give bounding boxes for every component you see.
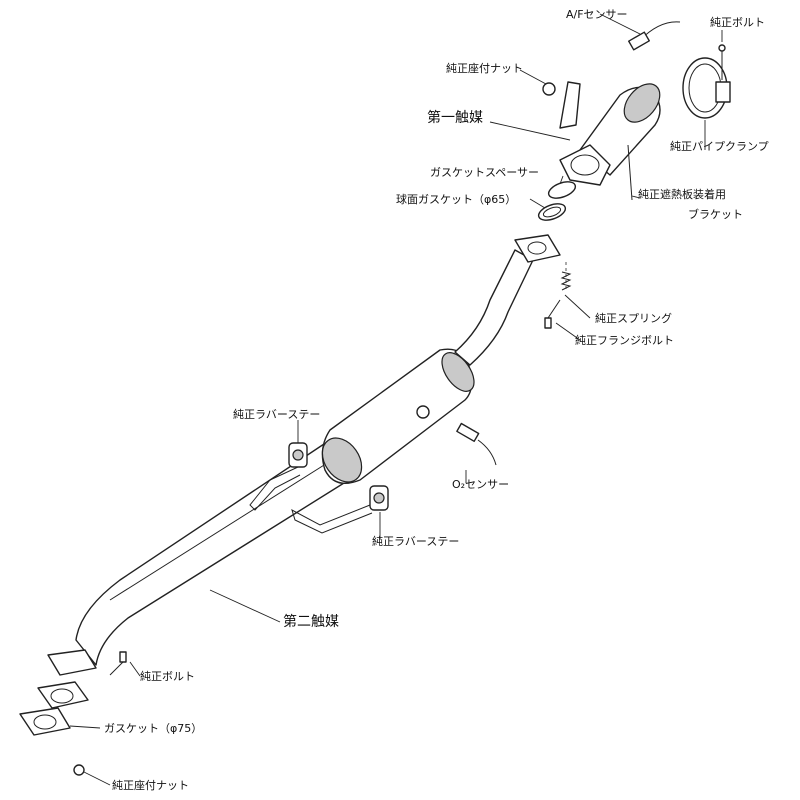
first-catalyst-label: 第一触媒 [427,109,483,126]
second-catalyst-body [321,348,475,484]
o2-sensor-label: O₂センサー [452,478,509,491]
first-catalyst [559,81,661,201]
oem-pipe-clamp-label: 純正パイプクランプ [670,140,769,153]
heat-shield-bracket-label-2: ブラケット [688,207,743,221]
gasket-spacer-label: ガスケットスペーサー [430,166,539,179]
oem-flange-bolt-label: 純正フランジボルト [575,334,674,347]
bottom-flange [47,649,97,676]
oem-bolt-top-label: 純正ボルト [710,16,765,29]
second-catalyst-label: 第二触媒 [283,613,339,630]
gasket-spacer-part [547,181,577,199]
oem-bolt-bottom-label: 純正ボルト [140,670,195,683]
oem-spring-label: 純正スプリング [595,311,672,325]
spring-part [560,262,572,291]
gasket-75-label: ガスケット（φ75） [104,722,202,735]
o2-sensor-part [416,405,497,466]
pipe-clamp [682,44,731,119]
rubber-stay-lower-label: 純正ラバーステー [372,535,459,548]
ball-gasket-label: 球面ガスケット（φ65） [396,192,516,206]
rubber-stay-upper-label: 純正ラバーステー [233,408,320,421]
main-pipe [75,439,353,666]
leader-lines [69,13,723,786]
rubber-stay-upper-part [249,442,308,511]
oem-seat-nut-top-label: 純正座付ナット [446,61,523,75]
seat-nut-top-part [542,82,556,96]
gasket-75-b [19,707,71,736]
front-pipe [454,249,534,366]
flange-bolt-part [544,299,561,329]
oem-seat-nut-bottom-label: 純正座付ナット [112,778,189,792]
rubber-stay-lower-part [291,485,389,534]
bottom-nut-part [73,764,85,776]
bottom-bolt-part [109,651,127,676]
gasket-75-a [37,681,89,709]
ball-gasket-part [537,203,567,221]
af-sensor-part [628,21,681,51]
af-sensor-label: A/Fセンサー [566,8,628,21]
heat-shield-bracket-label-1: 純正遮熱板装着用 [638,187,726,201]
front-flange [514,234,561,263]
